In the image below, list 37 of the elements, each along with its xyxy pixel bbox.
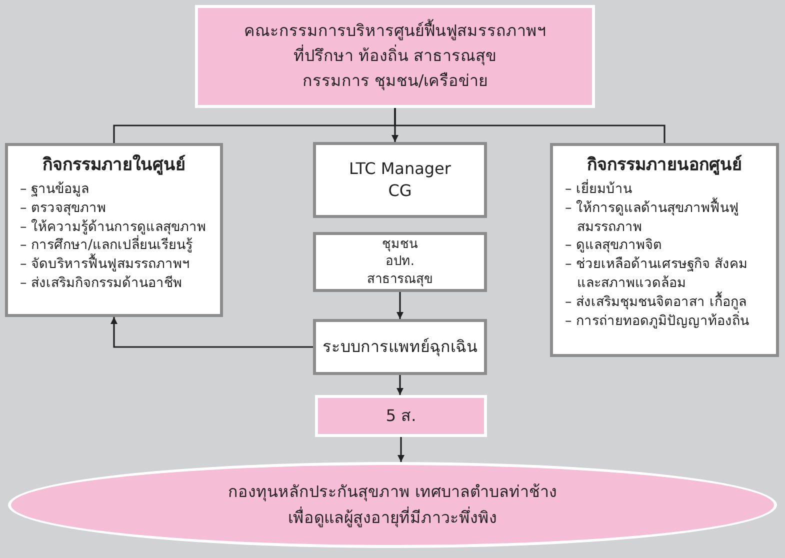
box-text: สาธารณสุข — [367, 270, 433, 288]
box-text: ชุมชน — [382, 236, 418, 254]
box-text: เพื่อดูแลผู้สูงอายุที่มีภาวะพึ่งพิง — [288, 506, 497, 530]
list-item: – ตรวจสุขภาพ — [20, 198, 106, 218]
process-box — [315, 395, 487, 437]
process-box — [313, 319, 487, 375]
box-text: ที่ปรึกษา ท้องถิ่น สาธารณสุข — [293, 44, 497, 68]
box-text: CG — [388, 180, 412, 202]
process-box — [313, 142, 487, 218]
box-text: อปท. — [385, 253, 415, 271]
box-text: คณะกรรมการบริหารศูนย์ฟื้นฟูสมรรถภาพฯ — [244, 19, 546, 42]
box-heading: กิจกรรมภายนอกศูนย์ — [587, 154, 742, 177]
box-text: กรรมการ ชุมชน/เครือข่าย — [302, 70, 488, 92]
box-heading: กิจกรรมภายในศูนย์ — [42, 154, 186, 177]
list-item: – การถ่ายทอดภูมิปัญญาท้องถิ่น — [565, 312, 750, 331]
process-box — [313, 232, 487, 292]
box-text: ระบบการแพทย์ฉุกเฉิน — [322, 336, 478, 358]
box-text: LTC Manager — [349, 158, 451, 180]
list-item: – การศึกษา/แลกเปลี่ยนเรียนรู้ — [20, 236, 193, 254]
list-item: – จัดบริหารฟื้นฟูสมรรถภาพฯ — [20, 255, 190, 274]
list-item: – ส่งเสริมชุมชนจิตอาสา เกื้อกูล — [565, 293, 746, 312]
list-item: – ให้ความรู้ด้านการดูแลสุขภาพ — [20, 218, 206, 236]
list-item: – ช่วยเหลือด้านเศรษฐกิจ สังคมและสภาพแวดล้อม — [565, 255, 748, 292]
list-item: – ให้การดูแลด้านสุขภาพฟื้นฟูสมรรถภาพ — [565, 198, 740, 236]
process-box — [195, 5, 595, 108]
list-item: – เยี่ยมบ้าน — [565, 180, 632, 198]
box-text: กองทุนหลักประกันสุขภาพ เทศบาลตำบลท่าช้าง — [228, 481, 558, 504]
connector-arrow — [398, 437, 404, 462]
process-box — [5, 143, 223, 317]
list-item: – ดูแลสุขภาพจิต — [565, 236, 662, 256]
connector-arrow — [396, 375, 404, 395]
list-item: – ส่งเสริมกิจกรรมด้านอาชีพ — [20, 274, 182, 294]
process-box — [550, 143, 779, 357]
connector-arrow — [396, 292, 404, 319]
connector-arrow — [110, 317, 313, 348]
list-item: – ฐานข้อมูล — [20, 180, 90, 199]
box-text: 5 ส. — [386, 404, 416, 427]
